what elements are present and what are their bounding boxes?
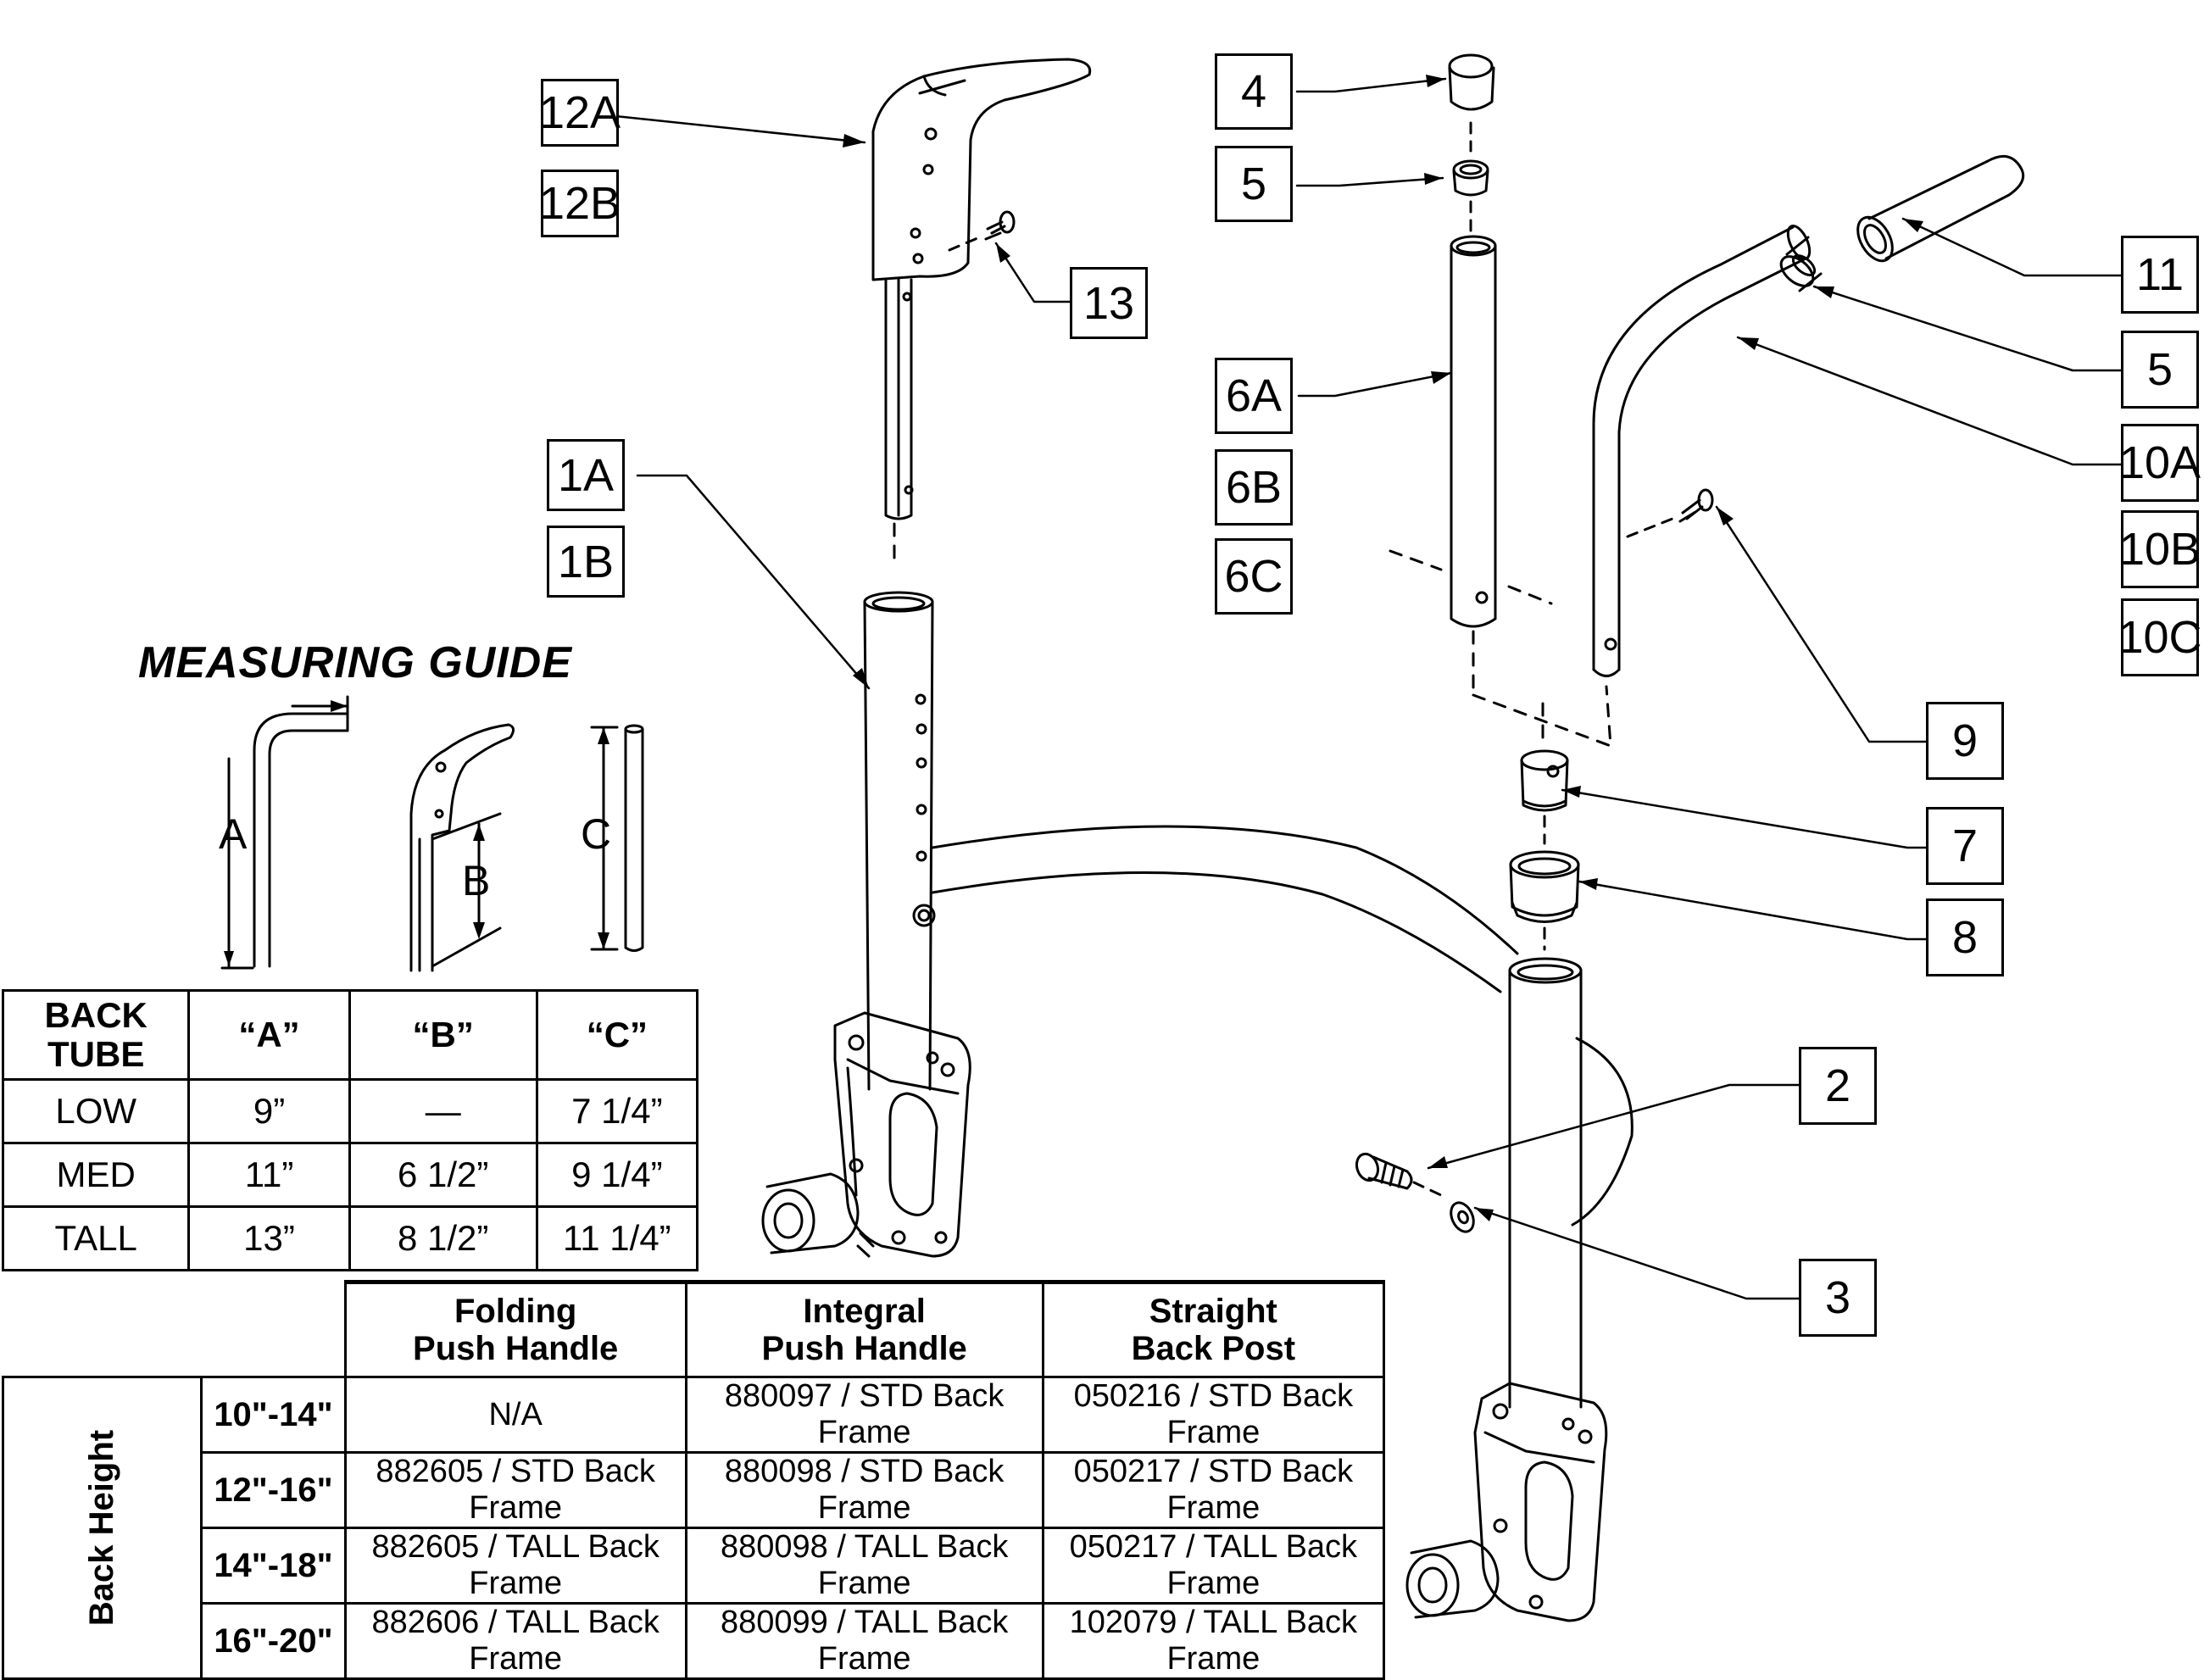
cell: 882605 / STD Back Frame [343, 1451, 687, 1529]
header-c: “C” [535, 989, 699, 1081]
cell: 050217 / TALL Back Frame [1041, 1527, 1386, 1605]
callout-10c: 10C [2118, 598, 2202, 676]
dim-label-c: C [581, 810, 612, 858]
tube-6a [1450, 235, 1497, 628]
table-row: LOW 9” — 7 1/4” [1, 1078, 699, 1144]
callout-6b: 6B [1215, 449, 1293, 526]
callout-2: 2 [1799, 1047, 1877, 1125]
cell: 882606 / TALL Back Frame [343, 1602, 687, 1680]
callout-3: 3 [1799, 1259, 1877, 1337]
callout-11: 11 [2121, 236, 2199, 314]
cell: 882605 / TALL Back Frame [343, 1527, 687, 1605]
header-folding: Folding Push Handle [343, 1280, 687, 1378]
guide-post-c [590, 724, 644, 952]
bracket-right [1405, 1382, 1608, 1622]
header-straight: Straight Back Post [1041, 1280, 1386, 1378]
cell: MED [1, 1142, 191, 1208]
table-row: MED 11” 6 1/2” 9 1/4” [1, 1142, 699, 1208]
callout-4: 4 [1215, 53, 1293, 130]
cell: 880099 / TALL Back Frame [684, 1602, 1044, 1680]
bracket-left [761, 1011, 971, 1258]
push-handle-12a [871, 58, 1092, 520]
diagram-drawing [220, 53, 2123, 1622]
measuring-guide-title: MEASURING GUIDE [138, 638, 572, 687]
row-label: 10"-14" [200, 1376, 347, 1454]
row-label: 14"-18" [200, 1527, 347, 1605]
guide-handle-b [409, 723, 515, 972]
cell: 050217 / STD Back Frame [1041, 1451, 1386, 1529]
cell: TALL [1, 1205, 191, 1271]
cell: 880098 / STD Back Frame [684, 1451, 1044, 1529]
callout-8: 8 [1926, 898, 2004, 976]
cell: 050216 / STD Back Frame [1041, 1376, 1386, 1454]
cell: 880098 / TALL Back Frame [684, 1527, 1044, 1605]
table-row: Back Height 10"-14" N/A 880097 / STD Bac… [1, 1376, 1386, 1680]
guide-tube-a [220, 695, 349, 970]
bushing-5-top [1452, 159, 1489, 197]
dim-label-b: B [462, 857, 491, 904]
insert-7 [1520, 749, 1569, 812]
callout-1b: 1B [547, 526, 625, 598]
screw-2 [1355, 1152, 1443, 1197]
cap-4 [1448, 53, 1495, 111]
table-row: 14"-18" 882605 / TALL Back Frame 880098 … [3, 1527, 1386, 1605]
cell: N/A [343, 1376, 687, 1454]
cell: 9” [187, 1078, 351, 1144]
cell: 9 1/4” [535, 1142, 699, 1208]
cell: — [348, 1078, 538, 1144]
screw-13 [948, 210, 1016, 252]
header-back-tube: BACK TUBE [1, 989, 191, 1081]
table-row: TALL 13” 8 1/2” 11 1/4” [1, 1205, 699, 1271]
table-row: 16"-20" 882606 / TALL Back Frame 880099 … [3, 1602, 1386, 1680]
cell: 11 1/4” [535, 1205, 699, 1271]
callout-6c: 6C [1215, 538, 1293, 615]
cell: 6 1/2” [348, 1142, 538, 1208]
callout-1a: 1A [547, 439, 625, 511]
bushing-5-right [1779, 236, 1823, 292]
back-tube-right [1508, 957, 1583, 1409]
cross-brace [931, 825, 1634, 1227]
handle-tube-10a [1592, 225, 1812, 677]
header-b: “B” [348, 989, 538, 1081]
leader-lines [582, 77, 2123, 1300]
header-a: “A” [187, 989, 351, 1081]
back-frame-table: Folding Push Handle Integral Push Handle… [1, 1280, 1386, 1680]
cell: 11” [187, 1142, 351, 1208]
callout-5-right: 5 [2121, 331, 2199, 409]
callout-7: 7 [1926, 807, 2004, 885]
cell: 102079 / TALL Back Frame [1041, 1602, 1386, 1680]
cell: 8 1/2” [348, 1205, 538, 1271]
callout-9: 9 [1926, 702, 2004, 780]
cell: LOW [1, 1078, 191, 1144]
cell: 7 1/4” [535, 1078, 699, 1144]
leader-arrowheads [843, 75, 1923, 1221]
cell: 13” [187, 1205, 351, 1271]
callout-12b: 12B [539, 170, 621, 237]
washer-3 [1450, 1201, 1475, 1233]
measuring-table: BACK TUBE “A” “B” “C” LOW 9” — 7 1/4” ME… [1, 989, 699, 1271]
blank-cell [3, 1282, 202, 1378]
header-integral: Integral Push Handle [684, 1280, 1044, 1378]
callout-6a: 6A [1215, 358, 1293, 434]
row-label: 12"-16" [200, 1451, 347, 1529]
parts-diagram: 12A 12B 13 1A 1B 4 5 6A 6B 6C 11 5 10A 1… [1, 53, 2202, 1680]
grip-11 [1856, 154, 2025, 263]
table-row: 12"-16" 882605 / STD Back Frame 880098 /… [3, 1451, 1386, 1529]
callout-10b: 10B [2119, 510, 2201, 588]
screw-9 [1626, 488, 1714, 538]
dim-label-a: A [219, 810, 248, 858]
callout-13: 13 [1070, 267, 1148, 339]
callout-10a: 10A [2119, 424, 2201, 502]
sleeve-8 [1509, 850, 1580, 923]
row-label: 16"-20" [200, 1602, 347, 1680]
back-tube-1a [863, 522, 936, 1091]
callout-5-top: 5 [1215, 146, 1293, 222]
callout-12a: 12A [539, 79, 621, 147]
cell: 880097 / STD Back Frame [684, 1376, 1044, 1454]
back-height-label: Back Height [1, 1376, 203, 1680]
blank-cell [201, 1282, 346, 1378]
